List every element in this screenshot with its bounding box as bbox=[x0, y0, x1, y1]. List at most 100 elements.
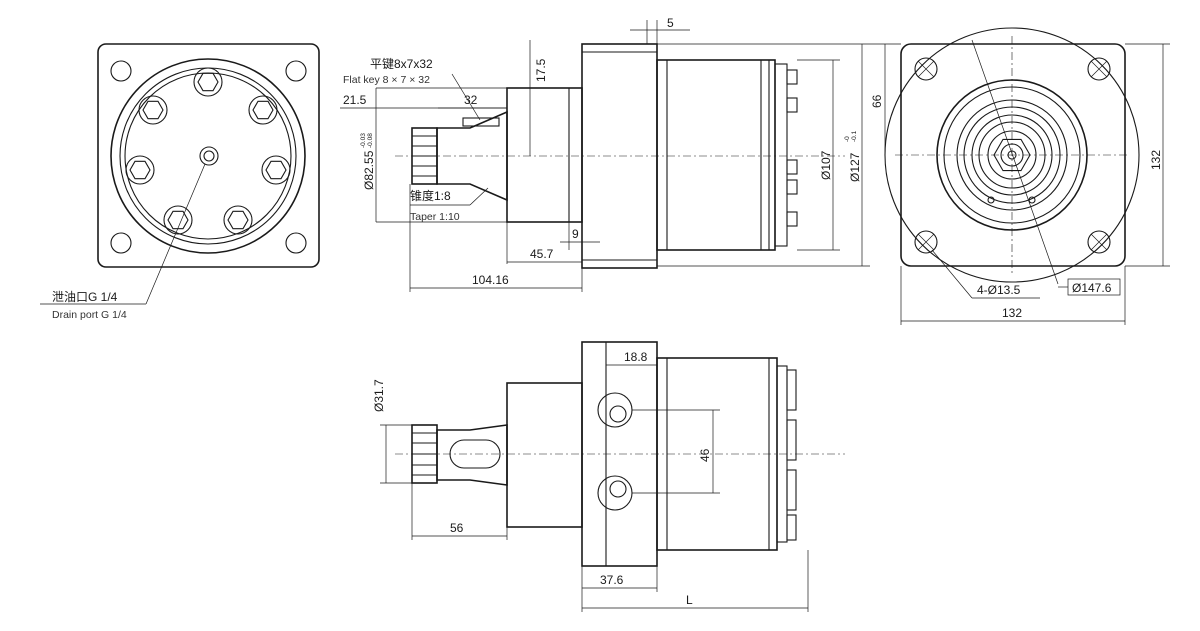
bolt-head-icon bbox=[786, 159, 798, 175]
dim-56: 56 bbox=[411, 483, 508, 540]
dim-17-5-text: 17.5 bbox=[534, 58, 548, 82]
hex-bolt-icon bbox=[193, 67, 223, 97]
side-view-top: 5 17.5 21.5 32 平键8x7x32 Flat key 8 × 7 ×… bbox=[340, 16, 870, 292]
front-mount-hole bbox=[110, 60, 132, 82]
dim-4-holes: 4-Ø13.5 bbox=[931, 249, 1040, 299]
dim-46-text: 46 bbox=[698, 448, 712, 462]
bottom-end-bolts bbox=[786, 369, 797, 541]
dim-18-8: 18.8 bbox=[606, 350, 657, 366]
front-housing-ring bbox=[119, 67, 297, 245]
dim-132-vertical: 132 bbox=[1125, 43, 1170, 267]
dim-32-text: 32 bbox=[464, 93, 478, 107]
bolt-head-icon bbox=[786, 369, 797, 411]
dim-21-5: 21.5 bbox=[340, 93, 507, 109]
front-housing-inner bbox=[124, 72, 292, 240]
dim-17-5: 17.5 bbox=[529, 40, 548, 156]
bottom-tapered-shaft bbox=[436, 424, 508, 486]
drain-port-label-en: Drain port G 1/4 bbox=[52, 309, 127, 321]
hex-bolt-icon bbox=[125, 155, 155, 185]
dim-45-7: 45.7 bbox=[506, 222, 582, 264]
front-housing-outer bbox=[110, 58, 306, 254]
side-flange-chamfer bbox=[582, 51, 657, 261]
side-end-cap bbox=[774, 63, 788, 247]
dim-147-6-text: Ø147.6 bbox=[1072, 281, 1112, 295]
mount-hole-icon bbox=[1087, 57, 1111, 81]
dim-66: 66 bbox=[870, 43, 901, 155]
dim-132-vertical-text: 132 bbox=[1149, 150, 1163, 170]
flat-key-callout: 平键8x7x32 Flat key 8 × 7 × 32 bbox=[343, 57, 481, 121]
hex-bolt-icon bbox=[223, 205, 253, 235]
front-mount-hole bbox=[285, 60, 307, 82]
dim-9: 9 bbox=[560, 222, 600, 250]
side-view-bottom: 18.8 Ø31.7 46 56 37.6 bbox=[372, 341, 845, 612]
mount-hole-icon bbox=[1087, 230, 1111, 254]
bottom-nut-flats bbox=[412, 432, 437, 476]
side-shaft-key bbox=[462, 117, 500, 127]
side-pilot-boss bbox=[506, 87, 583, 223]
port-b-icon bbox=[597, 475, 633, 511]
dim-46: 46 bbox=[632, 409, 720, 494]
dim-132-horizontal-text: 132 bbox=[1002, 306, 1022, 320]
dim-132-horizontal: 132 bbox=[900, 266, 1126, 325]
front-mounting-flange bbox=[97, 43, 320, 268]
drain-port-label-cn: 泄油口G 1/4 bbox=[52, 290, 118, 304]
dim-127-tol-lower: -0.1 bbox=[851, 130, 858, 142]
bolt-head-icon bbox=[786, 179, 798, 195]
flat-key-label-en: Flat key 8 × 7 × 32 bbox=[343, 74, 430, 86]
dim-31-7-text: Ø31.7 bbox=[372, 379, 386, 412]
dim-32: 32 bbox=[438, 93, 507, 109]
dim-82-55: Ø82.55 -0.03 -0.08 bbox=[360, 87, 507, 223]
dim-37-6: 37.6 bbox=[581, 566, 658, 612]
dim-L-text: L bbox=[686, 593, 693, 607]
hex-bolt-icon bbox=[248, 95, 278, 125]
bolt-head-icon bbox=[786, 97, 798, 113]
front-mount-hole bbox=[110, 232, 132, 254]
bolt-head-icon bbox=[786, 419, 797, 461]
dim-45-7-text: 45.7 bbox=[530, 247, 554, 261]
mount-hole-icon bbox=[914, 57, 938, 81]
dim-21-5-text: 21.5 bbox=[343, 93, 367, 107]
dim-82-55-tol-upper: -0.03 bbox=[360, 133, 367, 148]
rear-view: 66 132 4-Ø13.5 Ø147.6 132 bbox=[870, 27, 1170, 325]
bolt-head-icon bbox=[786, 211, 798, 227]
side-nut-flats bbox=[412, 135, 437, 177]
front-mount-hole bbox=[285, 232, 307, 254]
hex-bolt-icon bbox=[138, 95, 168, 125]
rear-small-hole bbox=[1028, 196, 1036, 204]
dim-147-6: Ø147.6 bbox=[971, 39, 1121, 296]
dim-31-7: Ø31.7 bbox=[372, 379, 412, 484]
drain-port-icon bbox=[199, 146, 219, 166]
dim-56-text: 56 bbox=[450, 521, 464, 535]
dim-5-text: 5 bbox=[667, 16, 674, 30]
drain-port-leader bbox=[145, 163, 206, 305]
dim-18-8-text: 18.8 bbox=[624, 350, 648, 364]
rear-mount-holes bbox=[914, 57, 1111, 254]
dim-127-text: Ø127 bbox=[848, 152, 862, 182]
bolt-heads bbox=[125, 67, 291, 235]
dim-L: L bbox=[582, 550, 809, 612]
side-end-bolts bbox=[786, 69, 798, 227]
dim-37-6-text: 37.6 bbox=[600, 573, 624, 587]
dim-82-55-tol-lower: -0.08 bbox=[367, 133, 374, 148]
port-a-icon bbox=[597, 392, 633, 428]
dim-82-55-text: Ø82.55 bbox=[362, 150, 376, 190]
dim-9-text: 9 bbox=[572, 227, 579, 241]
mount-hole-icon bbox=[914, 230, 938, 254]
dim-127: Ø127 -0 -0.1 bbox=[657, 43, 870, 267]
bolt-head-icon bbox=[786, 514, 797, 541]
bolt-head-icon bbox=[786, 69, 798, 85]
dim-107: Ø107 bbox=[797, 59, 840, 251]
dim-4-holes-text: 4-Ø13.5 bbox=[977, 283, 1021, 297]
front-view: 泄油口G 1/4 Drain port G 1/4 bbox=[40, 43, 320, 321]
dim-107-text: Ø107 bbox=[819, 150, 833, 180]
rear-small-hole bbox=[987, 196, 995, 204]
hex-bolt-icon bbox=[163, 205, 193, 235]
side-motor-body bbox=[656, 59, 776, 251]
dim-104-16-text: 104.16 bbox=[472, 273, 509, 287]
taper-label-en: Taper 1:10 bbox=[410, 211, 460, 223]
taper-callout: 锥度1:8 Taper 1:10 bbox=[410, 187, 489, 223]
dim-127-tol-upper: -0 bbox=[844, 136, 851, 142]
taper-label-cn: 锥度1:8 bbox=[410, 188, 451, 203]
dim-66-text: 66 bbox=[870, 94, 884, 108]
